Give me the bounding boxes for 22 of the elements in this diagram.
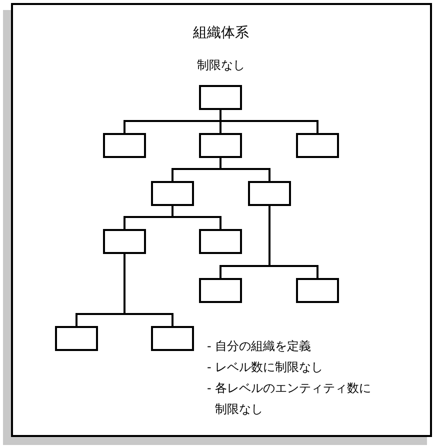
- connector-line: [220, 110, 318, 133]
- org-chart-box: [55, 326, 98, 351]
- connector-line: [124, 254, 174, 326]
- bullet-item: - レベル数に制限なし: [207, 359, 324, 376]
- org-chart-box: [151, 326, 194, 351]
- org-chart-box: [296, 133, 339, 158]
- title: 組織体系: [192, 24, 250, 43]
- connector-line: [268, 206, 318, 278]
- org-chart-box: [199, 278, 242, 303]
- bullet-item: - 各レベルのエンティティ数に制限なし: [207, 380, 372, 418]
- bullet-item: - 自分の組織を定義: [207, 338, 312, 355]
- org-chart-box: [103, 229, 146, 254]
- subtitle: 制限なし: [196, 57, 246, 74]
- org-chart-box: [103, 133, 146, 158]
- connector-line: [220, 158, 270, 181]
- org-chart-box: [296, 278, 339, 303]
- org-chart-box: [199, 133, 242, 158]
- org-chart-box: [199, 229, 242, 254]
- org-chart-box: [151, 181, 194, 206]
- org-chart-box: [248, 181, 291, 206]
- connector-line: [172, 206, 222, 229]
- org-chart-box: [199, 85, 242, 110]
